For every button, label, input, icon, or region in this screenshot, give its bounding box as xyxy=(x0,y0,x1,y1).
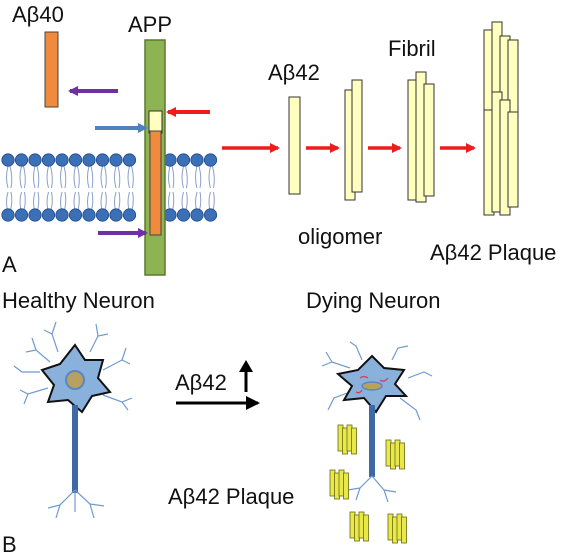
healthy-axon-terminals xyxy=(47,489,105,519)
lipid-head-upper xyxy=(41,153,56,167)
fibril-label: Fibril xyxy=(388,36,436,61)
lipid-tail-upper xyxy=(114,165,121,189)
abeta-fragment-in-app xyxy=(149,130,162,236)
cell-membrane xyxy=(1,153,218,222)
lipid-head-upper xyxy=(203,153,218,167)
lipid-head-lower xyxy=(122,208,137,222)
lipid-tail-upper xyxy=(195,165,202,189)
lipid-tail-upper xyxy=(100,165,107,189)
lipid-tail-upper xyxy=(19,165,26,189)
dying-nucleus xyxy=(361,381,383,391)
membrane-lipid-tails xyxy=(6,165,215,213)
abeta42-fibril xyxy=(407,71,435,203)
dying-dendrites xyxy=(321,341,433,421)
dying-axon-terminals xyxy=(347,475,397,503)
lipid-head-lower xyxy=(55,208,69,222)
app-cleavage-segment xyxy=(148,110,163,134)
lipid-head-upper xyxy=(95,153,110,167)
lipid-head-lower xyxy=(14,208,29,222)
lipid-tail-upper xyxy=(73,165,80,189)
abeta42-monomer xyxy=(288,96,301,195)
lipid-head-upper xyxy=(1,153,15,167)
lipid-head-upper xyxy=(14,153,29,167)
plaque-cluster-fibril xyxy=(351,427,357,455)
plaque-label-b: Aβ42 Plaque xyxy=(168,484,294,509)
dying-axon xyxy=(369,405,375,477)
lipid-head-lower xyxy=(176,208,191,222)
lipid-tail-upper xyxy=(168,165,175,189)
healthy-dendrites xyxy=(13,321,133,411)
lipid-head-lower xyxy=(95,208,110,222)
lipid-tail-upper xyxy=(33,165,40,189)
lipid-head-upper xyxy=(190,153,204,167)
lipid-head-upper xyxy=(176,153,191,167)
oligomer-label: oligomer xyxy=(298,224,382,249)
abeta42-oligomer xyxy=(344,79,363,201)
lipid-head-upper xyxy=(68,153,83,167)
abeta42-label: Aβ42 xyxy=(268,60,320,85)
plaque-cluster-fibril xyxy=(401,516,407,544)
dying-neuron xyxy=(321,341,433,503)
panel-a-label: A xyxy=(2,252,17,277)
lipid-head-lower xyxy=(41,208,56,222)
lipid-head-lower xyxy=(68,208,83,222)
healthy-nucleus xyxy=(65,370,85,390)
lipid-tail-upper xyxy=(60,165,67,189)
lipid-tail-upper xyxy=(87,165,94,189)
lipid-head-lower xyxy=(1,208,15,222)
dying-neuron-label: Dying Neuron xyxy=(306,288,441,313)
lipid-tail-upper xyxy=(127,165,134,189)
lipid-tail-upper xyxy=(208,165,215,189)
abeta42-plaque xyxy=(483,21,519,216)
panel-b: Healthy Neuron Dying Neuron Aβ4 xyxy=(2,288,441,557)
lipid-head-lower xyxy=(203,208,218,222)
dying-damage-marks xyxy=(355,375,389,394)
abeta40-peptide xyxy=(44,31,59,108)
healthy-neuron-label: Healthy Neuron xyxy=(2,288,155,313)
abeta40-label: Aβ40 xyxy=(12,2,64,27)
lipid-head-upper xyxy=(122,153,137,167)
lipid-tail-upper xyxy=(181,165,188,189)
plaque-cluster-fibril xyxy=(363,514,369,542)
app-label: APP xyxy=(128,12,172,37)
lipid-head-upper xyxy=(28,153,42,167)
lipid-tail-upper xyxy=(46,165,53,189)
abeta42-increase-label: Aβ42 xyxy=(175,370,227,395)
panel-a: Aβ40 APP Aβ42 Fibril oligomer Aβ42 Plaqu… xyxy=(1,2,556,277)
lipid-head-lower xyxy=(82,208,96,222)
plaque-fibril xyxy=(507,111,519,208)
lipid-head-lower xyxy=(109,208,123,222)
plaque-cluster-fibril xyxy=(399,442,405,470)
up-arrow-icon xyxy=(239,360,253,392)
lipid-head-upper xyxy=(109,153,123,167)
panel-b-label: B xyxy=(2,532,17,557)
healthy-axon xyxy=(72,405,78,493)
abeta42-plaque-clusters xyxy=(329,424,407,544)
lipid-head-lower xyxy=(190,208,204,222)
lipid-head-upper xyxy=(82,153,96,167)
lipid-head-upper xyxy=(55,153,69,167)
lipid-head-lower xyxy=(28,208,42,222)
plaque-cluster-fibril xyxy=(343,472,349,500)
healthy-neuron xyxy=(13,321,133,519)
lipid-tail-upper xyxy=(6,165,13,189)
plaque-label-a: Aβ42 Plaque xyxy=(430,240,556,265)
